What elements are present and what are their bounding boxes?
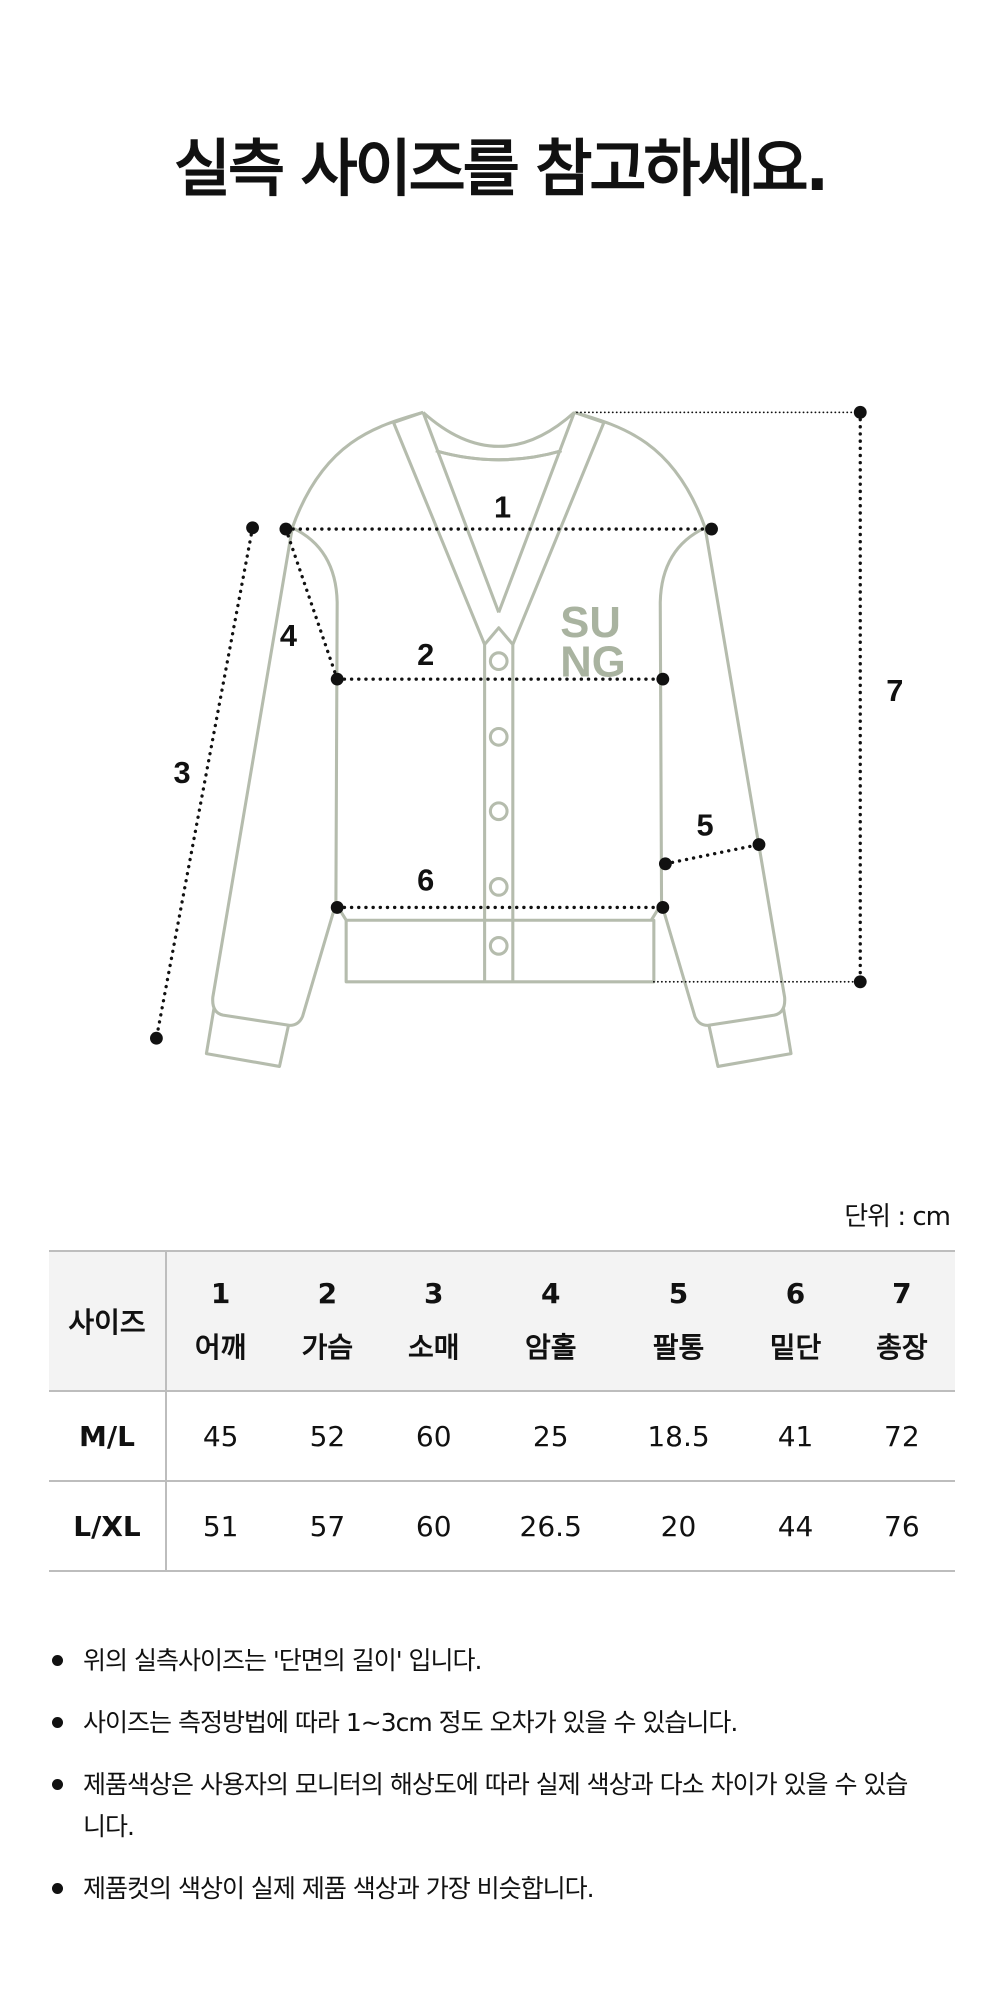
bullet-icon	[52, 1883, 63, 1894]
brand-logo: SU NG	[560, 599, 625, 687]
value-cell: 57	[309, 1509, 346, 1543]
measurement-points	[150, 405, 867, 1045]
size-header: 사이즈	[49, 1251, 167, 1391]
table-row: M/L 45 52 60 25 18.5 41 72	[49, 1391, 955, 1481]
note-item: 제품색상은 사용자의 모니터의 해상도에 따라 실제 색상과 다소 차이가 있을…	[50, 1764, 923, 1848]
value-cell: 76	[884, 1509, 920, 1543]
value-cell: 25	[532, 1419, 569, 1453]
page-title: 실측 사이즈를 참고하세요.	[173, 132, 829, 205]
note-item: 제품컷의 색상이 실제 제품 색상과 가장 비슷합니다.	[50, 1868, 950, 1910]
svg-text:SU: SU	[560, 599, 621, 647]
label-6: 6	[417, 863, 434, 898]
measurement-lines	[154, 410, 862, 1040]
bullet-icon	[52, 1655, 63, 1666]
value-cell: 41	[777, 1419, 814, 1453]
label-1: 1	[494, 490, 511, 525]
label-5: 5	[697, 808, 714, 843]
label-7: 7	[886, 673, 903, 708]
svg-text:NG: NG	[560, 639, 625, 687]
table-row: L/XL 51 57 60 26.5 20 44 76	[49, 1481, 955, 1571]
bullet-icon	[52, 1779, 63, 1790]
label-3: 3	[173, 755, 190, 790]
bullet-icon	[52, 1717, 63, 1728]
value-cell: 52	[309, 1419, 346, 1453]
value-cell: 45	[202, 1419, 239, 1453]
value-cell: 44	[777, 1509, 814, 1543]
value-cell: 72	[884, 1419, 920, 1453]
note-item: 사이즈는 측정방법에 따라 1~3cm 정도 오차가 있을 수 있습니다.	[50, 1702, 950, 1744]
value-cell: 60	[415, 1509, 452, 1543]
value-cell: 20	[660, 1509, 697, 1543]
value-cell: 60	[415, 1419, 452, 1453]
notes-list: 위의 실측사이즈는 '단면의 길이' 입니다. 사이즈는 측정방법에 따라 1~…	[50, 1640, 950, 1930]
value-cell: 26.5	[519, 1509, 582, 1543]
label-4: 4	[280, 618, 297, 653]
measurement-labels: 1 2 3 4 5 6 7	[173, 490, 903, 898]
note-item: 위의 실측사이즈는 '단면의 길이' 입니다.	[50, 1640, 950, 1682]
unit-label: 단위 : cm	[844, 1202, 951, 1232]
cardigan-outline	[204, 410, 793, 1068]
label-2: 2	[417, 637, 434, 672]
size-cell: M/L	[49, 1391, 167, 1481]
value-cell: 51	[202, 1509, 239, 1543]
cardigan-measurement-diagram: SU NG 1 2 3 4 5 6 7	[150, 405, 903, 1068]
value-cell: 18.5	[647, 1419, 710, 1453]
size-cell: L/XL	[49, 1481, 167, 1571]
